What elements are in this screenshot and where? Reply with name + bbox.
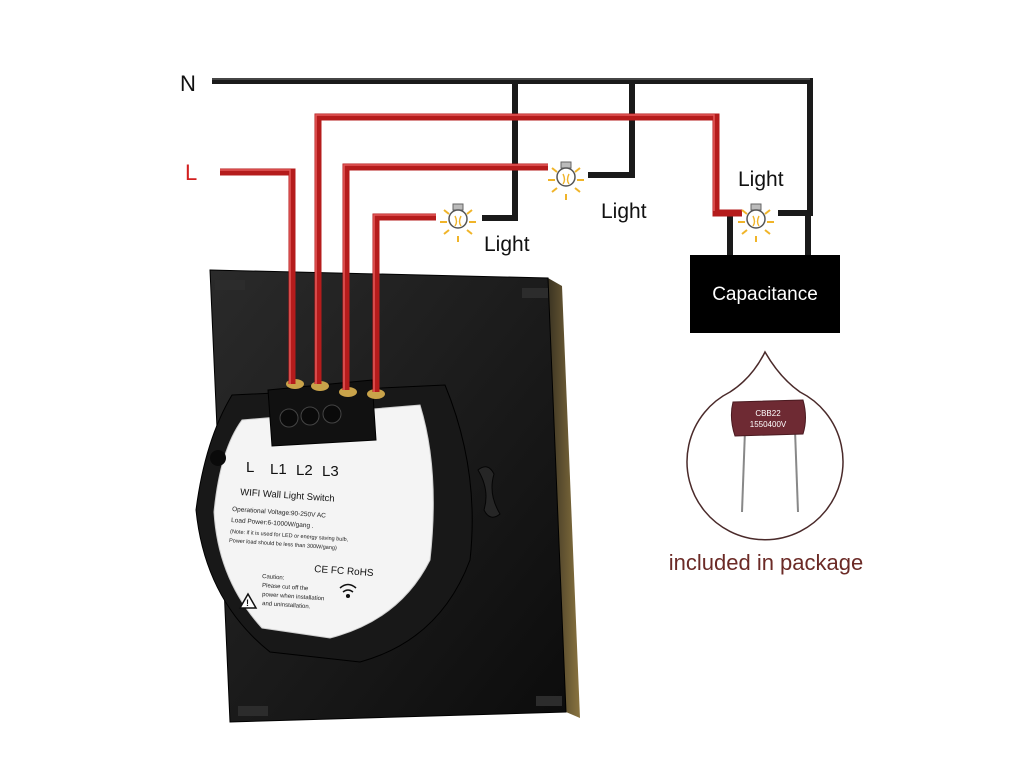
live-wires [220,113,742,392]
light-bulb-3 [738,203,774,242]
capacitor-marking-2: 1550400V [750,420,787,429]
switch-label-panel [213,404,434,639]
capacitance-box: Capacitance [690,255,840,333]
panel-clip [536,696,562,706]
live-wire-highlights [220,114,715,392]
capacitance-box-bg [690,255,840,333]
light-bulb-2 [548,161,584,200]
capacitance-label: Capacitance [712,284,818,305]
caution-icon [238,592,258,609]
capacitor-lead [741,429,746,513]
terminal-label-l1: L1 [270,461,287,478]
terminal-screw [279,408,299,428]
light-label-3: Light [738,168,784,191]
light-label-1: Light [484,233,530,256]
bulb-base [452,203,464,211]
light-bulb-1 [440,203,476,242]
live-l3-wire [372,213,436,392]
caution-icon-mark: ! [246,598,249,608]
caution-line: Please cut off the [262,583,309,592]
callout-bubble [686,350,844,541]
bulb-base [750,203,762,211]
capacitor-callout: CBB22 1550400V [686,350,844,541]
package-note: included in package [669,550,863,575]
bulb-glass [746,209,766,229]
panel-slot [477,466,501,518]
caution-line: Caution: [262,574,285,582]
caution-line: and uninstallation. [262,601,311,610]
certification-marks: CE FC RoHS [314,564,374,579]
neutral-wires [212,78,813,262]
panel-gold-edge [548,278,580,718]
live-input-wire [220,168,296,384]
capacitor-component: CBB22 1550400V [730,399,806,513]
panel-clip [522,288,548,298]
caution-line: power when installation [262,592,325,602]
capacitor-lead [794,429,799,513]
neutral-main-wire [212,78,813,216]
bulb-glass [556,167,576,187]
light-rays [738,209,774,242]
live-l1-wire [314,113,742,384]
switch-module: L L1 L2 L3 WIFI Wall Light Switch Operat… [195,379,473,663]
terminal-screw [322,404,342,424]
terminal-label-l: L [246,459,254,476]
light-label-2: Light [601,200,647,223]
module-screw-hole [210,450,226,466]
terminal-contact [367,389,385,399]
capacitor-body [730,399,806,437]
terminal-screw [300,406,320,426]
capacitor-marking-1: CBB22 [755,409,781,418]
terminal-label-l2: L2 [296,462,313,479]
bulb-glass [448,209,468,229]
neutral-drop-light-1 [482,81,518,221]
panel-clip [238,706,268,716]
light-rays [548,167,584,200]
bulb-base [560,161,572,169]
live-l2-wire [342,163,548,390]
panel-clip [215,280,245,290]
live-label: L [185,160,197,185]
terminal-label-l3: L3 [322,463,339,480]
neutral-label: N [180,71,196,96]
neutral-drop-light-2 [588,81,635,178]
light-rays [440,209,476,242]
wifi-icon [339,583,357,599]
